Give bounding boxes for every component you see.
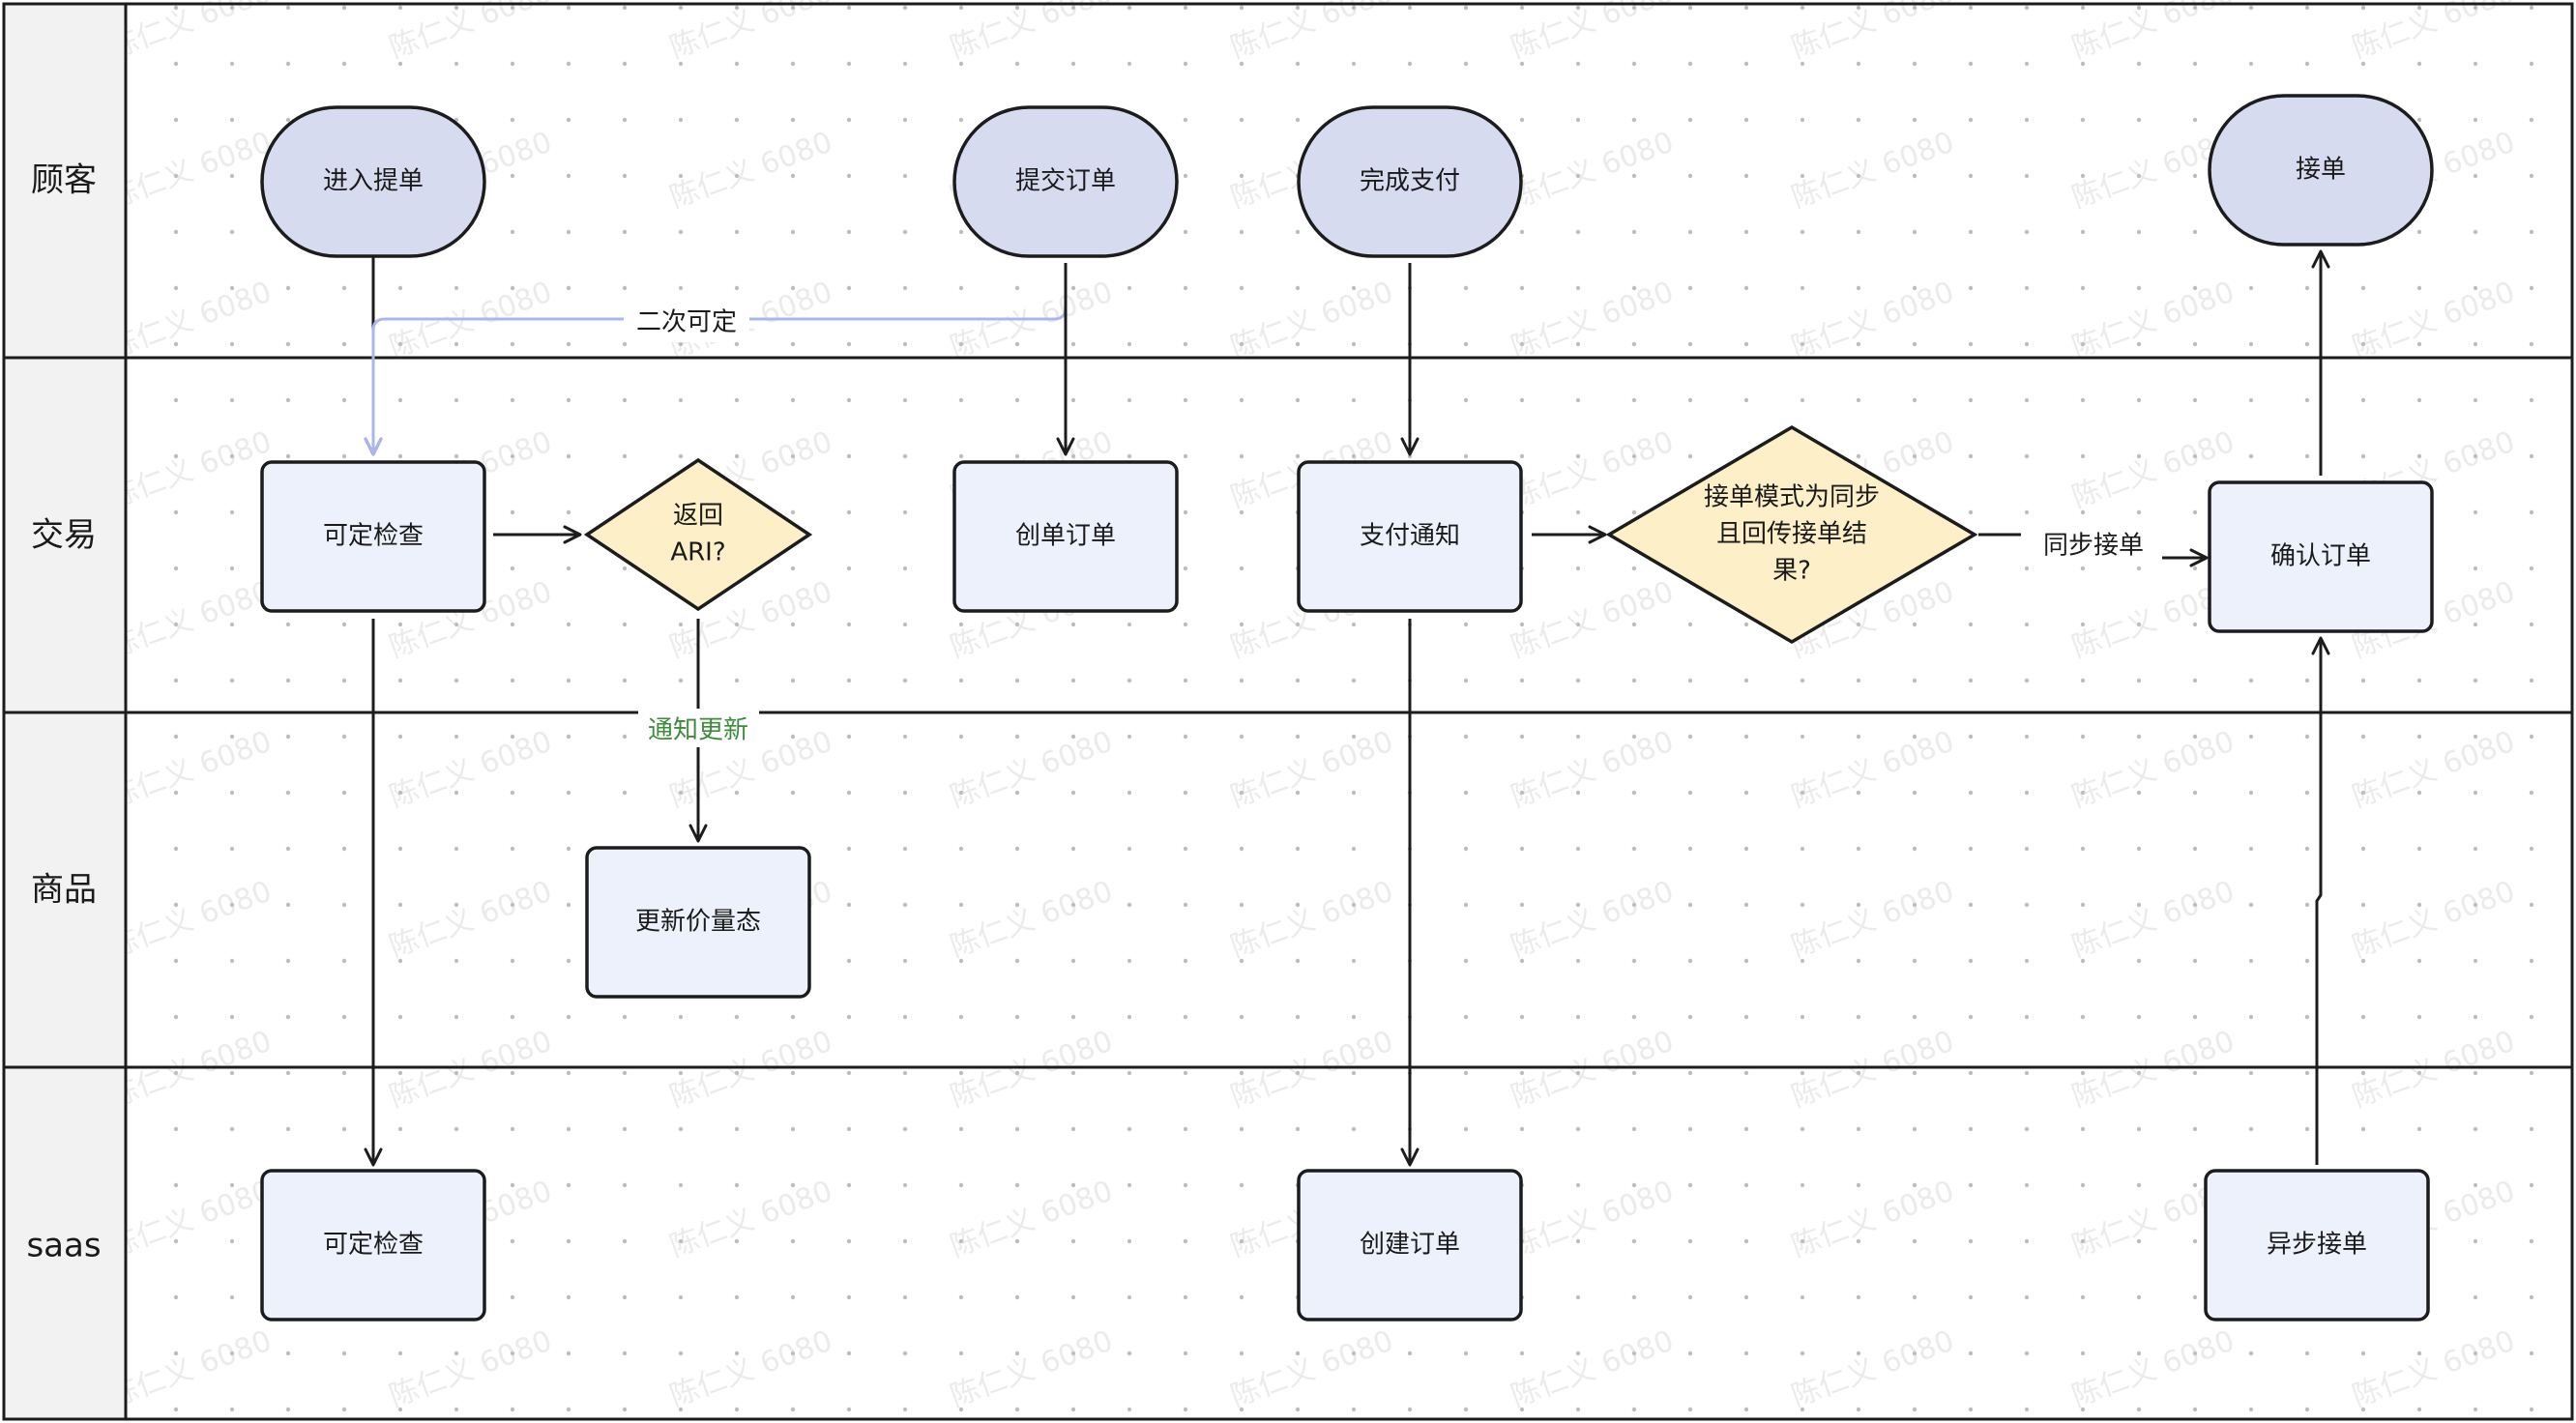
node-accept-order-customer: 接单	[2208, 94, 2434, 247]
node-shape	[1297, 105, 1523, 258]
node-update-price-state: 更新价量态	[585, 846, 811, 999]
node-label: 创单订单	[1015, 522, 1116, 551]
node-submit-order: 提交订单	[952, 105, 1179, 258]
node-confirm-order: 确认订单	[2208, 480, 2434, 633]
node-label: 确认订单	[2270, 542, 2371, 571]
node-label: 且回传接单结	[1716, 520, 1867, 549]
node-shape	[583, 457, 813, 612]
node-label: 支付通知	[1360, 522, 1460, 551]
edge-label-sync-accept: 同步接单	[2043, 532, 2144, 561]
node-label: 进入提单	[323, 167, 424, 196]
edge-label-notify-update: 通知更新	[648, 716, 748, 745]
node-label: 可定检查	[323, 522, 424, 551]
edge-label-second-check: 二次可定	[636, 308, 737, 337]
node-label: 创建订单	[1360, 1231, 1460, 1260]
node-label: ARI?	[670, 538, 725, 567]
node-shape	[585, 846, 811, 999]
node-return-ari: 返回 ARI?	[583, 457, 813, 612]
node-label: 完成支付	[1360, 167, 1460, 196]
node-shape	[260, 1169, 486, 1321]
node-complete-payment: 完成支付	[1297, 105, 1523, 258]
node-shape	[952, 460, 1179, 613]
lane-label-product: 商品	[31, 871, 97, 910]
edge-async-to-confirm	[2311, 636, 2330, 1165]
node-saas-create-order: 创建订单	[1297, 1169, 1523, 1321]
node-enter-order: 进入提单	[260, 105, 486, 258]
node-label: 返回	[673, 502, 723, 531]
node-shape	[2208, 94, 2434, 247]
node-label: 果?	[1772, 557, 1811, 586]
node-shape	[2204, 1169, 2430, 1321]
lane-label-saas: saas	[26, 1227, 101, 1265]
node-shape	[952, 105, 1179, 258]
node-shape	[1297, 1169, 1523, 1321]
node-create-order: 创单订单	[952, 460, 1179, 613]
node-payment-notice: 支付通知	[1297, 460, 1523, 613]
node-label: 接单	[2296, 156, 2346, 185]
node-async-accept: 异步接单	[2204, 1169, 2430, 1321]
node-shape	[2208, 480, 2434, 633]
node-label: 提交订单	[1015, 167, 1116, 196]
node-shape	[1297, 460, 1523, 613]
node-label: 接单模式为同步	[1704, 483, 1880, 512]
node-shape	[1605, 424, 1978, 645]
node-label: 可定检查	[323, 1231, 424, 1260]
lane-label-trade: 交易	[31, 516, 97, 555]
node-availability-check: 可定检查	[260, 460, 486, 613]
node-shape	[260, 460, 486, 613]
node-shape	[260, 105, 486, 258]
lane-label-customer: 顾客	[31, 161, 97, 200]
node-label: 异步接单	[2267, 1231, 2367, 1260]
node-saas-availability-check: 可定检查	[260, 1169, 486, 1321]
node-label: 更新价量态	[635, 908, 761, 937]
